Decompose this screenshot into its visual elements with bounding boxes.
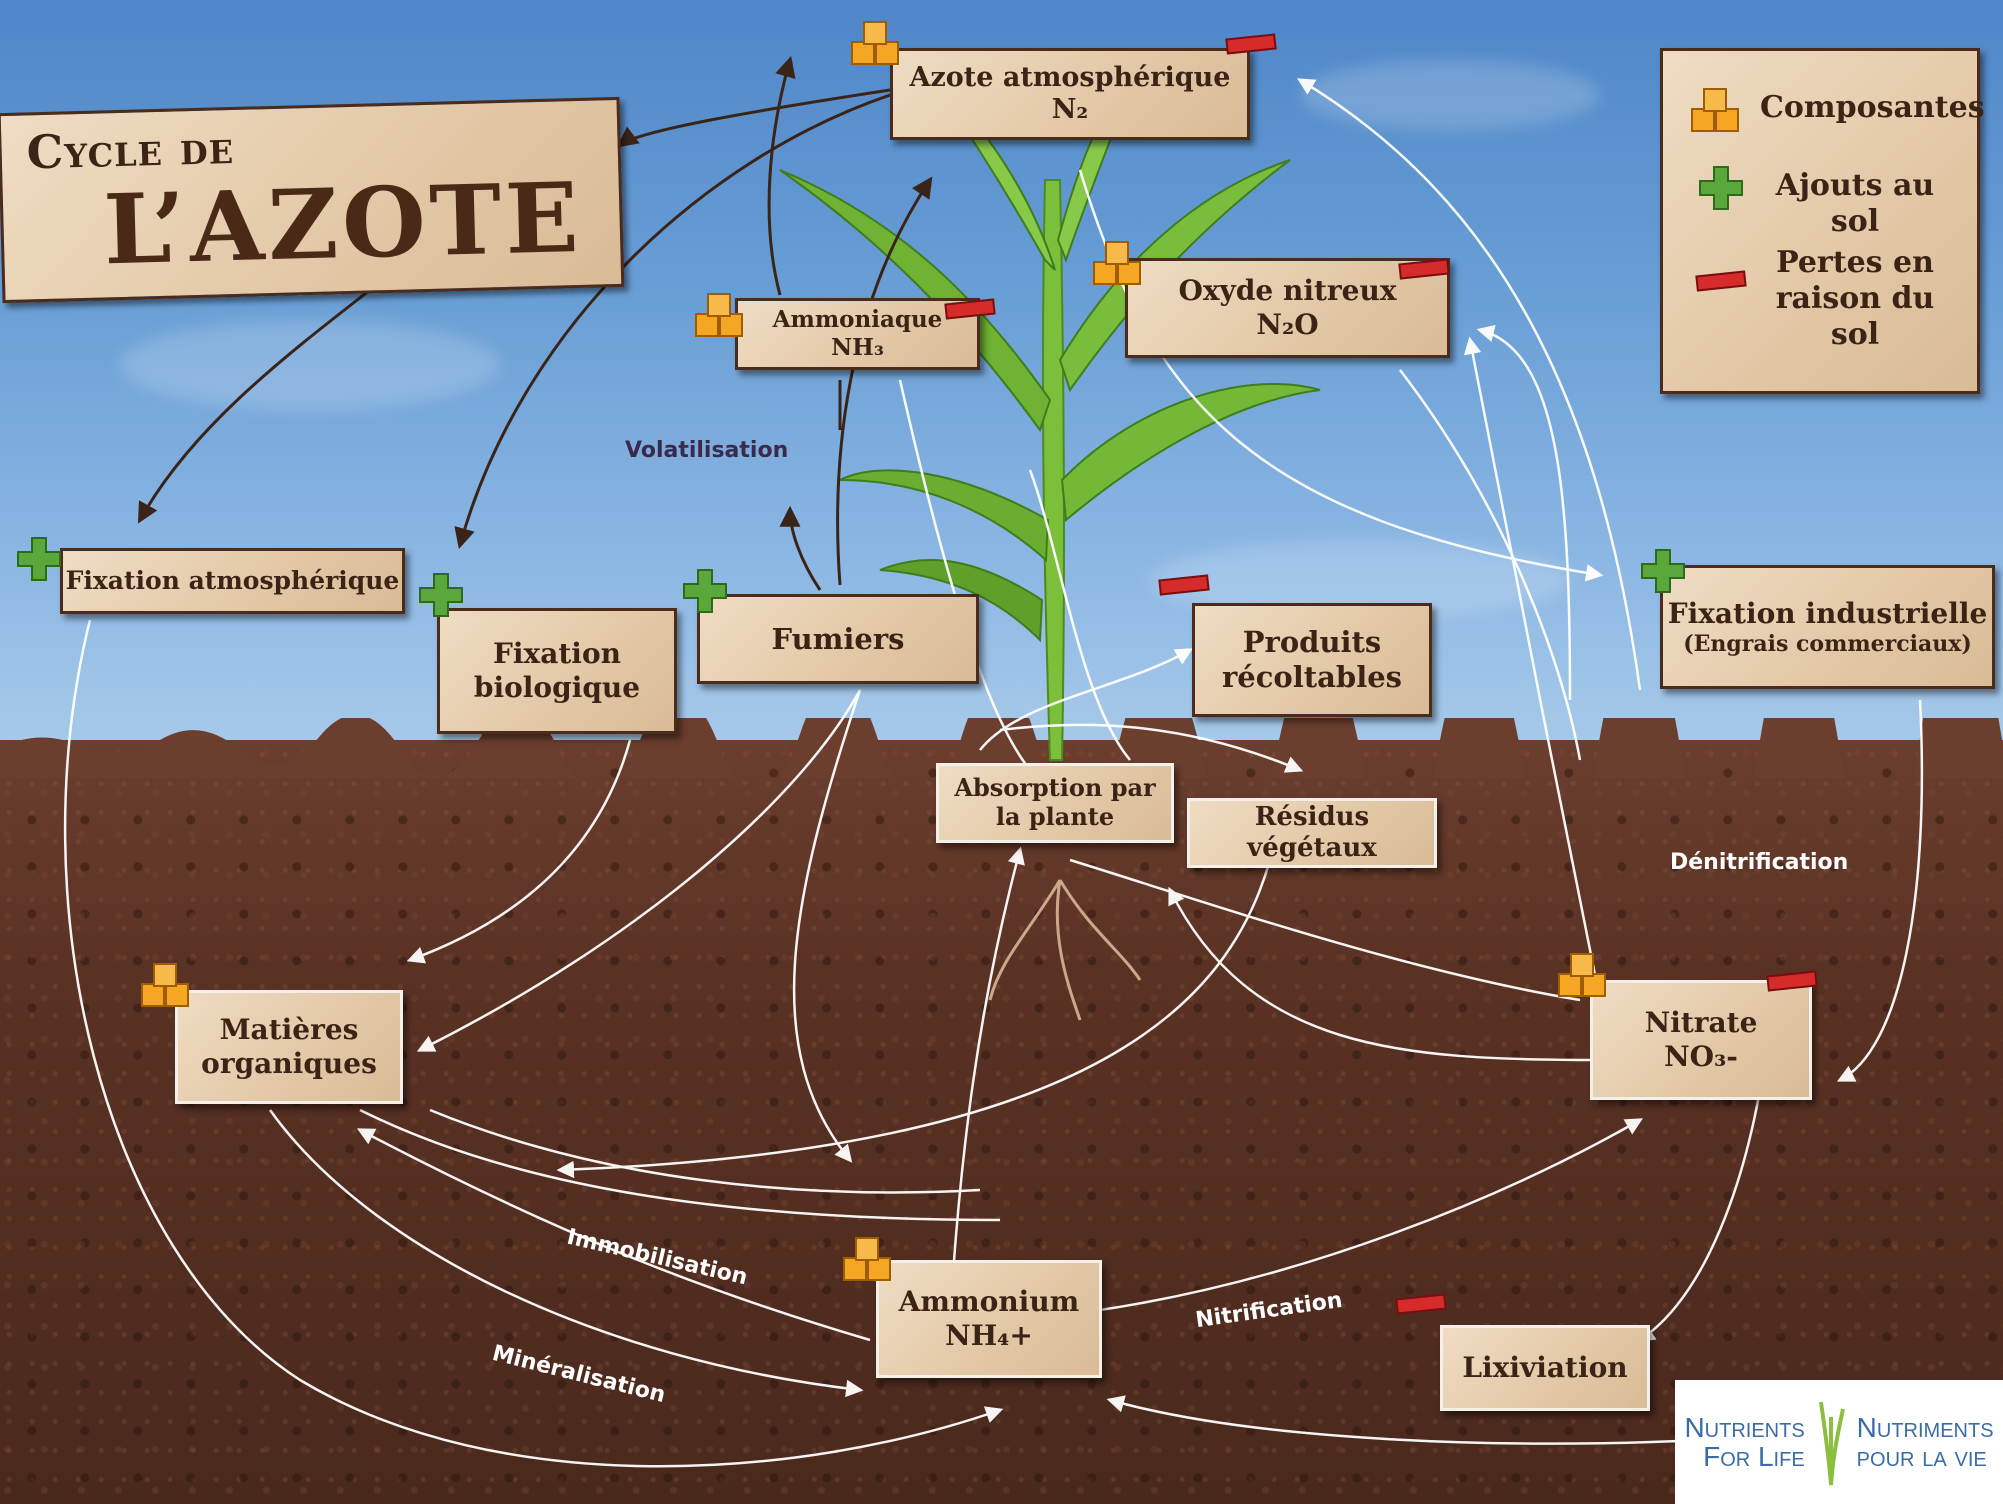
node-label-line1: Produits — [1242, 625, 1382, 660]
node-atmospheric-fixation: Fixation atmosphérique — [60, 548, 405, 614]
component-icon — [851, 21, 899, 65]
loss-icon — [944, 298, 996, 320]
loss-icon — [1695, 270, 1747, 292]
legend-components: Composantes — [1760, 90, 1985, 125]
node-label-line1: Fixation industrielle — [1667, 597, 1988, 630]
node-label-line1: Absorption par — [954, 773, 1156, 803]
logo-en-line1: Nutrients — [1684, 1411, 1805, 1443]
node-label-line1: Ammonium — [898, 1285, 1080, 1319]
node-biological-fixation: Fixation biologique — [437, 608, 677, 734]
node-atmospheric-nitrogen: Azote atmosphérique N₂ — [890, 48, 1250, 140]
node-label-line2: biologique — [473, 671, 641, 704]
node-ammonia: Ammoniaque NH₃ — [735, 298, 980, 370]
addition-icon — [419, 573, 463, 617]
node-label-line2: récoltables — [1221, 660, 1402, 694]
addition-icon — [1641, 549, 1685, 593]
addition-icon — [683, 569, 727, 613]
label-volatilisation: Volatilisation — [625, 438, 789, 463]
node-harvestable-products: Produits récoltables — [1192, 603, 1432, 717]
component-icon — [843, 1237, 891, 1281]
node-organic-matter: Matières organiques — [175, 990, 403, 1104]
logo-fr-line1: Nutriments — [1856, 1411, 1994, 1443]
title-line2: L’Azote — [102, 160, 584, 287]
node-label: Fixation atmosphérique — [65, 566, 400, 595]
node-label-line2: NO₃- — [1664, 1040, 1738, 1073]
node-label: Oxyde nitreux — [1178, 274, 1397, 308]
loss-icon — [1766, 970, 1818, 992]
node-label-line2: (Engrais commerciaux) — [1683, 630, 1972, 657]
cloud — [1300, 60, 1600, 130]
legend-losses: Pertes en raison du sol — [1750, 245, 1960, 353]
node-plant-residues: Résidus végétaux — [1187, 798, 1437, 868]
node-nitrate: Nitrate NO₃- — [1590, 980, 1812, 1100]
node-label-line1: Nitrate — [1644, 1006, 1758, 1040]
node-label-line2: la plante — [995, 802, 1115, 831]
loss-icon — [1398, 258, 1450, 280]
component-icon — [695, 293, 743, 337]
node-industrial-fixation: Fixation industrielle (Engrais commercia… — [1660, 565, 1995, 689]
wheat-icon — [1818, 1401, 1845, 1486]
loss-icon — [1158, 574, 1210, 596]
addition-icon — [17, 537, 61, 581]
label-denitrification: Dénitrification — [1670, 850, 1849, 875]
title-banner: Cycle de L’Azote — [0, 96, 625, 304]
logo-en-line2: For Life — [1703, 1441, 1805, 1472]
component-icon — [1691, 88, 1739, 132]
node-label: Résidus végétaux — [1247, 801, 1377, 863]
logo-fr-line2: pour la vie — [1856, 1441, 1987, 1472]
node-label: Lixiviation — [1462, 1351, 1628, 1385]
legend-losses-line2: raison du sol — [1775, 281, 1935, 352]
addition-icon — [1699, 166, 1743, 210]
node-label-line1: Fixation — [493, 637, 621, 671]
node-manure: Fumiers — [697, 594, 979, 684]
node-label: Azote atmosphérique — [909, 61, 1231, 93]
legend-losses-line1: Pertes en — [1776, 245, 1934, 280]
nutrients-for-life-logo: Nutrients For Life Nutriments pour la vi… — [1675, 1380, 2003, 1504]
node-formula: N₂ — [1051, 94, 1089, 125]
loss-icon — [1395, 1293, 1447, 1315]
legend-additions: Ajouts au sol — [1775, 168, 1935, 239]
node-ammonium: Ammonium NH₄+ — [876, 1260, 1102, 1378]
node-label-line2: organiques — [201, 1047, 377, 1080]
component-icon — [141, 963, 189, 1007]
node-label: Ammoniaque — [772, 306, 943, 334]
component-icon — [1558, 953, 1606, 997]
node-label-line1: Matières — [219, 1013, 359, 1047]
loss-icon — [1225, 33, 1277, 55]
node-label: Fumiers — [771, 621, 905, 656]
node-leaching: Lixiviation — [1440, 1325, 1650, 1411]
node-label-line2: NH₄+ — [945, 1319, 1033, 1352]
cloud — [120, 320, 500, 410]
node-formula: N₂O — [1256, 308, 1319, 341]
node-plant-uptake: Absorption par la plante — [936, 763, 1174, 843]
node-nitrous-oxide: Oxyde nitreux N₂O — [1125, 258, 1450, 358]
node-formula: NH₃ — [831, 334, 884, 361]
component-icon — [1093, 241, 1141, 285]
